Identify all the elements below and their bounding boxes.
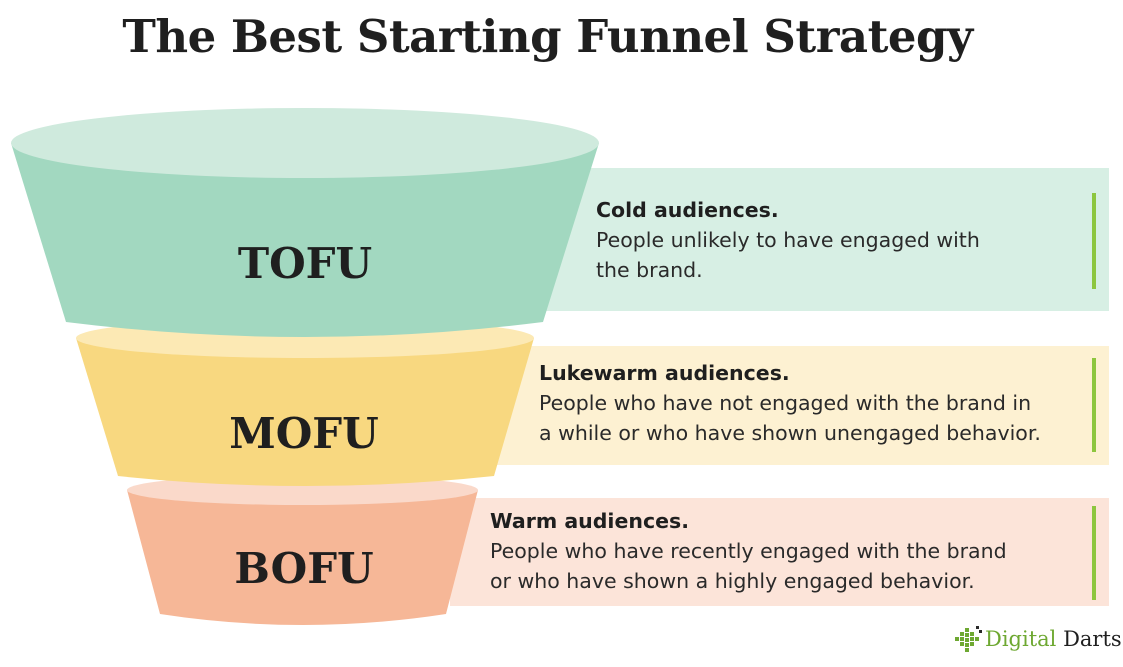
pixel-dart-icon bbox=[955, 626, 982, 652]
tofu-label: TOFU bbox=[238, 239, 372, 288]
mofu-line-1: People who have not engaged with the bra… bbox=[539, 391, 1032, 415]
accent-bar bbox=[1092, 193, 1096, 289]
bofu-label: BOFU bbox=[234, 544, 373, 593]
tofu-funnel-body bbox=[11, 143, 599, 337]
bofu-line-2: or who have shown a highly engaged behav… bbox=[490, 569, 975, 593]
tofu-section: TOFU bbox=[11, 108, 599, 337]
bofu-section: BOFU bbox=[127, 475, 478, 625]
digital-darts-logo: Digital Darts bbox=[955, 624, 1122, 654]
logo-word-digital: Digital bbox=[985, 627, 1057, 651]
tofu-line-2: the brand. bbox=[596, 258, 703, 282]
bofu-line-1: People who have recently engaged with th… bbox=[490, 539, 1007, 563]
page-title: The Best Starting Funnel Strategy bbox=[122, 10, 973, 63]
tofu-description-panel: Cold audiences. People unlikely to have … bbox=[520, 168, 1109, 311]
bofu-funnel-body bbox=[127, 490, 478, 625]
tofu-heading: Cold audiences. bbox=[596, 198, 779, 222]
bofu-heading: Warm audiences. bbox=[490, 509, 689, 533]
mofu-line-2: a while or who have shown unengaged beha… bbox=[539, 421, 1041, 445]
tofu-line-1: People unlikely to have engaged with bbox=[596, 228, 980, 252]
accent-bar bbox=[1092, 506, 1096, 600]
accent-bar bbox=[1092, 358, 1096, 452]
bofu-description-panel: Warm audiences. People who have recently… bbox=[450, 498, 1109, 606]
mofu-funnel-body bbox=[76, 338, 534, 486]
tofu-funnel-rim bbox=[11, 108, 599, 178]
logo-word-darts: Darts bbox=[1063, 627, 1122, 651]
mofu-label: MOFU bbox=[229, 409, 379, 458]
mofu-section: MOFU bbox=[76, 318, 534, 486]
mofu-heading: Lukewarm audiences. bbox=[539, 361, 790, 385]
mofu-description-panel: Lukewarm audiences. People who have not … bbox=[470, 346, 1109, 465]
